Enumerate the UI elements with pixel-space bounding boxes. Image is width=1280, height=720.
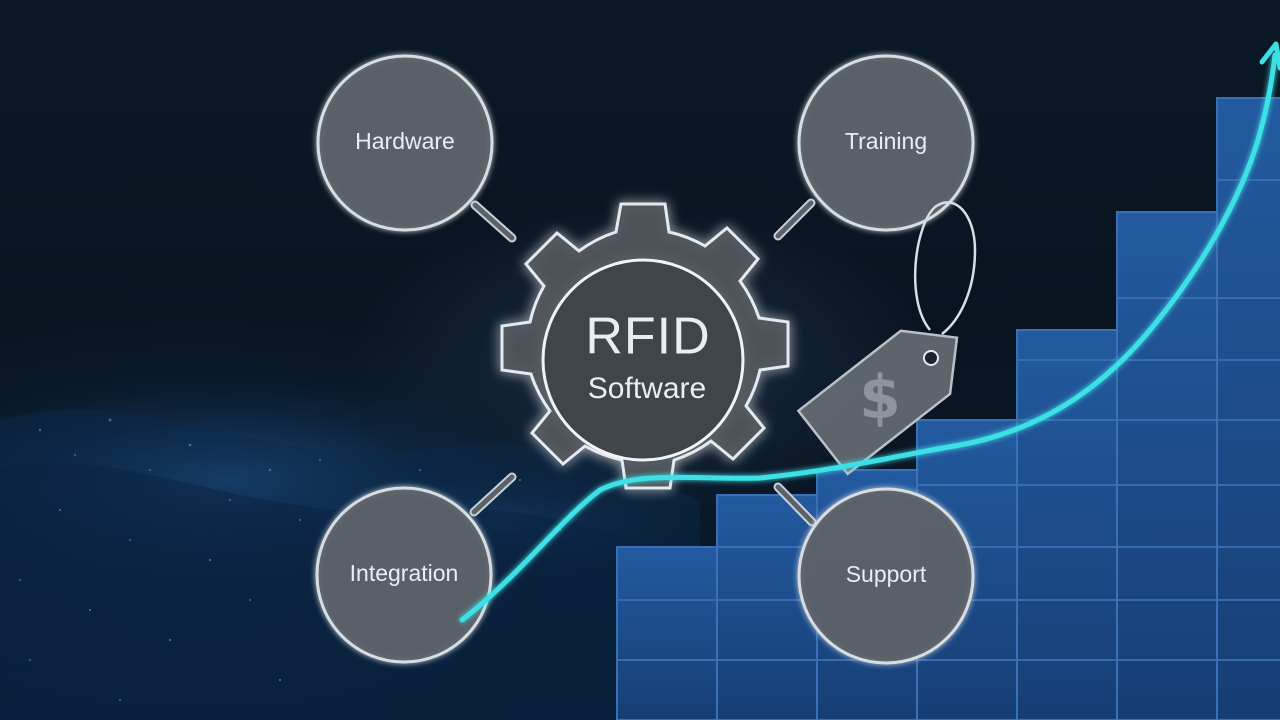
node-hardware: Hardware — [316, 54, 494, 232]
bar-step-2 — [716, 494, 821, 720]
node-integration-label: Integration — [350, 560, 459, 586]
bar-step-6 — [1116, 211, 1221, 720]
node-hardware-label: Hardware — [355, 128, 455, 154]
bar-step-5 — [1016, 329, 1121, 720]
price-tag-symbol: $ — [859, 363, 901, 433]
node-integration: Integration — [315, 486, 493, 664]
trend-line — [459, 52, 1278, 623]
node-training: Training — [797, 54, 975, 232]
bar-step-1 — [616, 546, 721, 720]
gear-icon — [500, 202, 790, 490]
node-training-label: Training — [845, 128, 927, 154]
node-support: Support — [797, 487, 975, 665]
node-support-label: Support — [846, 561, 927, 587]
bar-step-7 — [1216, 97, 1280, 720]
hub-subtitle: Software — [588, 372, 706, 405]
arrow-up-icon — [1259, 41, 1280, 71]
connector-inner — [471, 200, 815, 525]
hub-title: RFID — [585, 308, 710, 366]
price-tag-icon: $ — [796, 201, 977, 476]
gear-hub-ring — [541, 258, 745, 462]
